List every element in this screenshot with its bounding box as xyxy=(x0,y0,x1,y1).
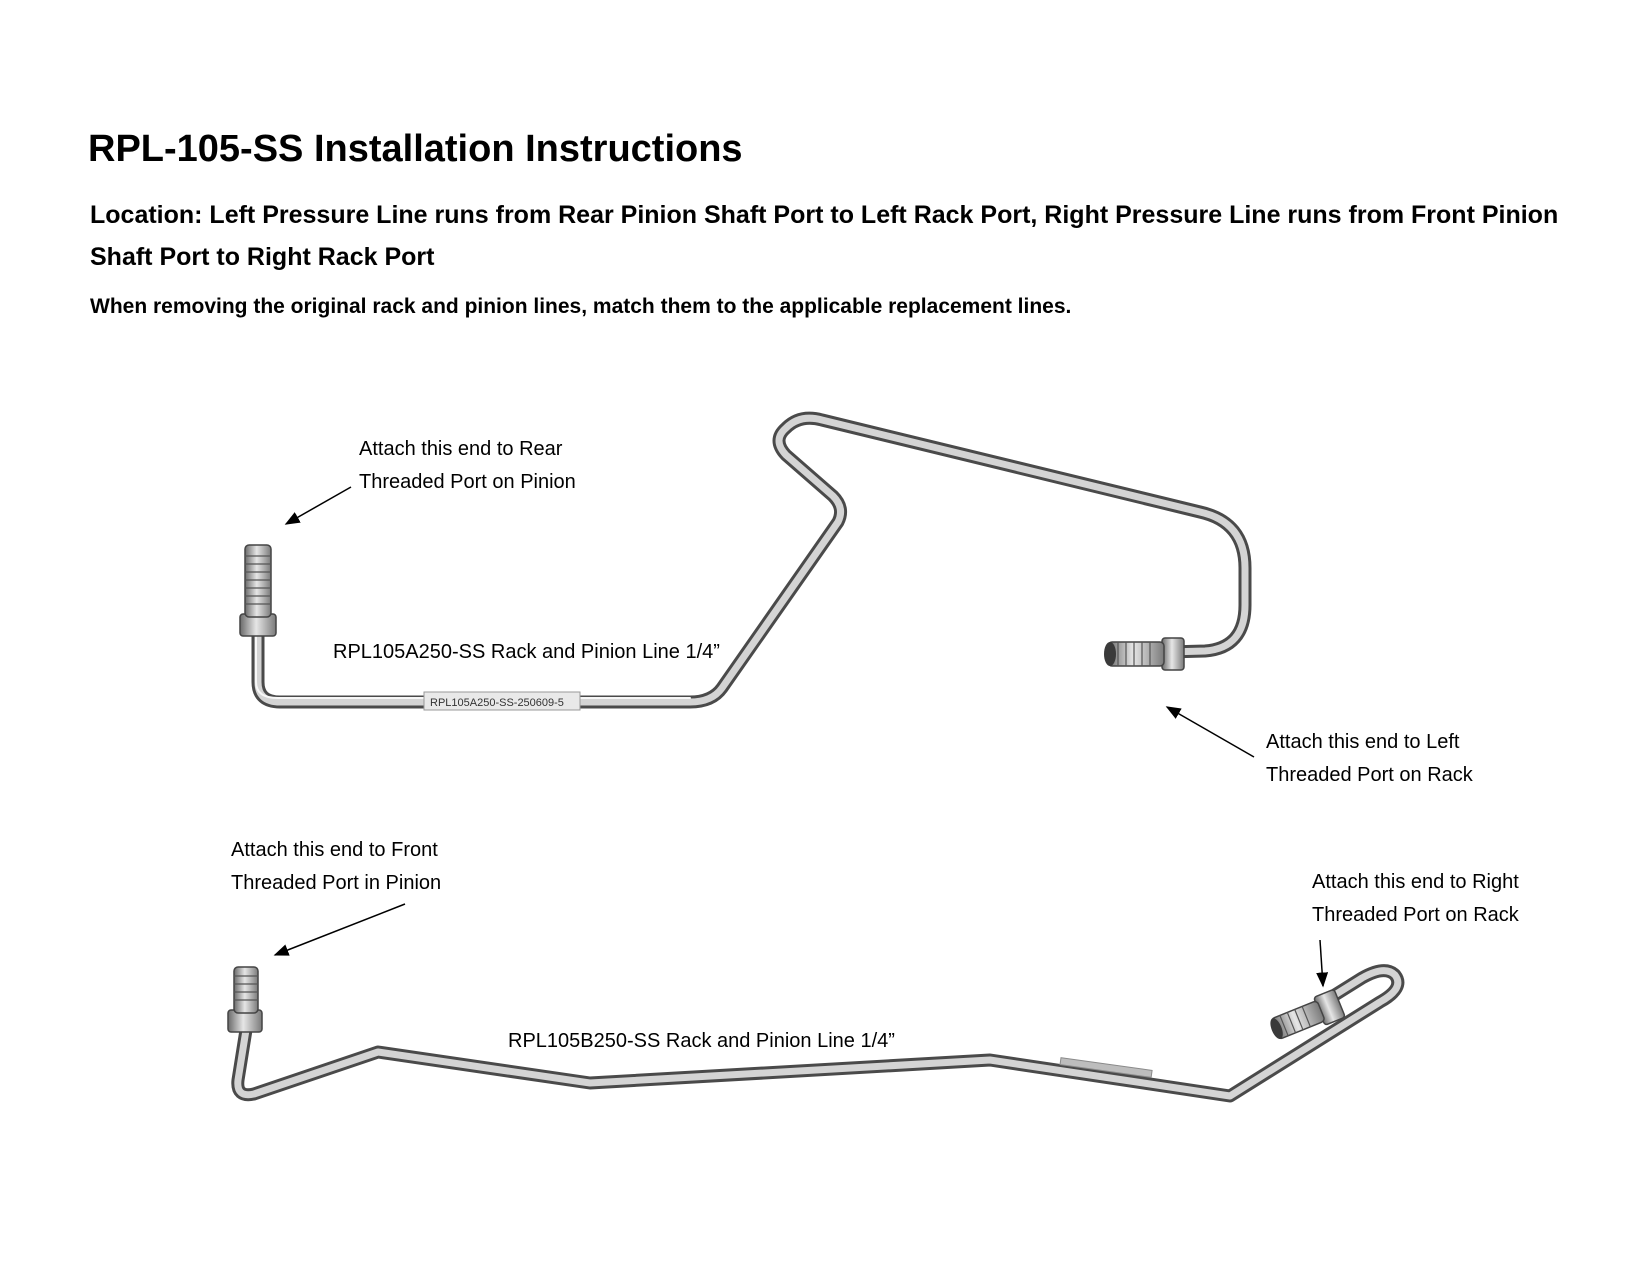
callout-line-a-rack-line1: Attach this end to Left xyxy=(1266,731,1460,753)
callout-line-a-pinion-line2: Threaded Port on Pinion xyxy=(359,471,576,493)
line-a-part-label: RPL105A250-SS Rack and Pinion Line 1/4” xyxy=(333,641,720,663)
callout-line-b-pinion-line1: Attach this end to Front xyxy=(231,839,438,861)
arrow-b-rack xyxy=(1316,939,1329,988)
arrow-a-pinion xyxy=(284,486,352,525)
callout-line-b-pinion-line2: Threaded Port in Pinion xyxy=(231,872,442,894)
line-a-pinion-fitting xyxy=(239,544,277,637)
line-b-pinion-fitting xyxy=(227,966,263,1033)
location-description: Location: Left Pressure Line runs from R… xyxy=(90,201,1559,271)
line-a-tube xyxy=(251,411,1252,709)
arrow-a-rack xyxy=(1165,706,1255,758)
callout-line-a-pinion: Attach this end to Rear Threaded Port on… xyxy=(359,433,576,499)
arrow-b-pinion xyxy=(273,903,406,956)
callout-line-b-rack: Attach this end to Right Threaded Port o… xyxy=(1312,866,1519,932)
callout-line-b-rack-line2: Threaded Port on Rack xyxy=(1312,904,1519,926)
line-a-tag-text: RPL105A250-SS-250609-5 xyxy=(430,697,564,709)
callout-line-a-rack-line2: Threaded Port on Rack xyxy=(1266,764,1473,786)
line-b-tube xyxy=(231,964,1405,1103)
callout-line-b-rack-line1: Attach this end to Right xyxy=(1312,871,1519,893)
line-a-part-tag: RPL105A250-SS-250609-5 xyxy=(423,691,581,711)
line-a-rack-fitting xyxy=(1104,637,1185,671)
callout-line-a-rack: Attach this end to Left Threaded Port on… xyxy=(1266,726,1473,792)
callout-line-a-pinion-line1: Attach this end to Rear xyxy=(359,438,563,460)
removal-note: When removing the original rack and pini… xyxy=(90,295,1072,318)
line-b-part-label: RPL105B250-SS Rack and Pinion Line 1/4” xyxy=(508,1030,895,1052)
document-title: RPL-105-SS Installation Instructions xyxy=(88,128,743,170)
line-b-rack-fitting xyxy=(1270,989,1346,1040)
callout-line-b-pinion: Attach this end to Front Threaded Port i… xyxy=(231,834,441,900)
